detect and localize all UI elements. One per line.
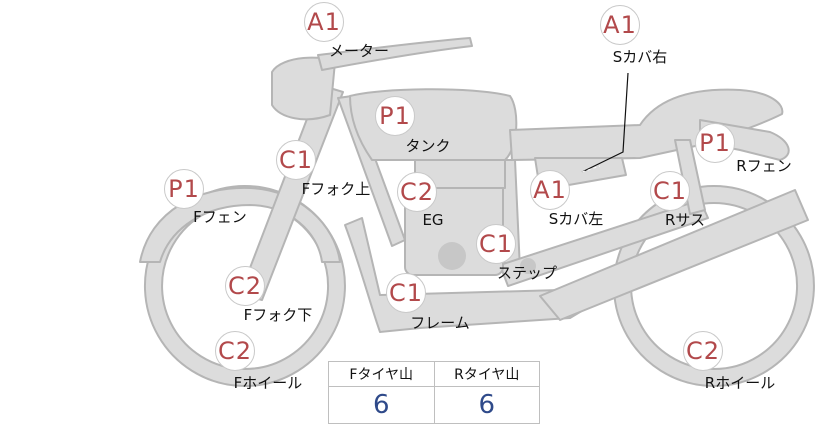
part-label-meter: メーター xyxy=(328,42,390,60)
grade-badge-front-fender: P1 xyxy=(164,169,204,209)
badge-disc xyxy=(683,331,723,371)
grade-text: C2 xyxy=(399,178,435,206)
grade-badge-rear-wheel: C2 xyxy=(683,331,723,371)
badge-disc xyxy=(397,172,437,212)
rear-tire-tread-header: Rタイヤ山 xyxy=(433,361,540,387)
grade-badge-rear-fender: P1 xyxy=(695,123,735,163)
part-label-side-cover-left: Sカバ左 xyxy=(548,210,604,228)
part-label-tank: タンク xyxy=(405,137,451,155)
grade-badge-step: C1 xyxy=(476,224,516,264)
grade-text: C2 xyxy=(217,337,253,365)
part-label-rear-wheel: Rホイール xyxy=(704,374,776,392)
muffler-shape xyxy=(539,189,809,321)
badge-disc xyxy=(600,5,640,45)
grade-text: C1 xyxy=(652,177,688,205)
grade-text: C2 xyxy=(227,272,263,300)
grade-text: P1 xyxy=(379,102,411,130)
engine-cover xyxy=(438,242,466,270)
grade-badge-front-fork-upper: C1 xyxy=(276,140,316,180)
part-label-front-fork-upper: Fフォク上 xyxy=(301,180,371,198)
part-label-rear-fender: Rフェン xyxy=(736,157,792,175)
rear-tire-tread-value: 6 xyxy=(433,386,540,424)
badge-disc xyxy=(375,96,415,136)
badge-disc xyxy=(304,2,344,42)
tire-tread-table: Fタイヤ山 Rタイヤ山 6 6 xyxy=(328,361,540,424)
grade-text: A1 xyxy=(533,176,567,204)
grade-text: C1 xyxy=(478,230,514,258)
part-label-frame: フレーム xyxy=(410,314,470,332)
grade-text: A1 xyxy=(603,11,637,39)
badge-disc xyxy=(650,171,690,211)
table-value-row: 6 6 xyxy=(328,386,540,424)
grade-badge-rear-suspension: C1 xyxy=(650,171,690,211)
part-label-front-wheel: Fホイール xyxy=(233,374,303,392)
table-header-row: Fタイヤ山 Rタイヤ山 xyxy=(328,361,540,387)
grade-text: C1 xyxy=(388,279,424,307)
badge-disc xyxy=(225,266,265,306)
part-label-side-cover-right: Sカバ右 xyxy=(612,48,668,66)
grade-badge-side-cover-left: A1 xyxy=(530,170,570,210)
grade-badge-side-cover-right: A1 xyxy=(600,5,640,45)
grade-text: A1 xyxy=(307,8,341,36)
grade-badge-frame: C1 xyxy=(386,273,426,313)
grade-badge-front-wheel: C2 xyxy=(215,331,255,371)
grade-badge-tank: P1 xyxy=(375,96,415,136)
front-tire-tread-value: 6 xyxy=(328,386,435,424)
grade-text: C1 xyxy=(278,146,314,174)
badge-disc xyxy=(476,224,516,264)
part-label-front-fork-lower: Fフォク下 xyxy=(243,306,313,324)
swingarm-shape xyxy=(499,199,709,287)
headlight-shape xyxy=(271,56,336,121)
part-label-step: ステップ xyxy=(496,264,558,282)
badge-disc xyxy=(386,273,426,313)
front-tire-tread-header: Fタイヤ山 xyxy=(328,361,435,387)
grade-badge-engine: C2 xyxy=(397,172,437,212)
badge-disc xyxy=(276,140,316,180)
front-fork-shape xyxy=(239,84,344,301)
step-peg xyxy=(520,258,536,274)
grade-badge-front-fork-lower: C2 xyxy=(225,266,265,306)
badge-disc xyxy=(215,331,255,371)
grade-text: P1 xyxy=(168,175,200,203)
handlebar-shape xyxy=(317,37,473,71)
grade-badge-meter: A1 xyxy=(304,2,344,42)
part-label-front-fender: Fフェン xyxy=(193,208,247,226)
part-label-rear-suspension: Rサス xyxy=(664,211,706,229)
part-label-engine: EG xyxy=(422,211,444,229)
badge-disc xyxy=(164,169,204,209)
badge-disc xyxy=(530,170,570,210)
side-cover-right-leader xyxy=(581,72,629,173)
badge-disc xyxy=(695,123,735,163)
grade-text: C2 xyxy=(685,337,721,365)
grade-text: P1 xyxy=(699,129,731,157)
